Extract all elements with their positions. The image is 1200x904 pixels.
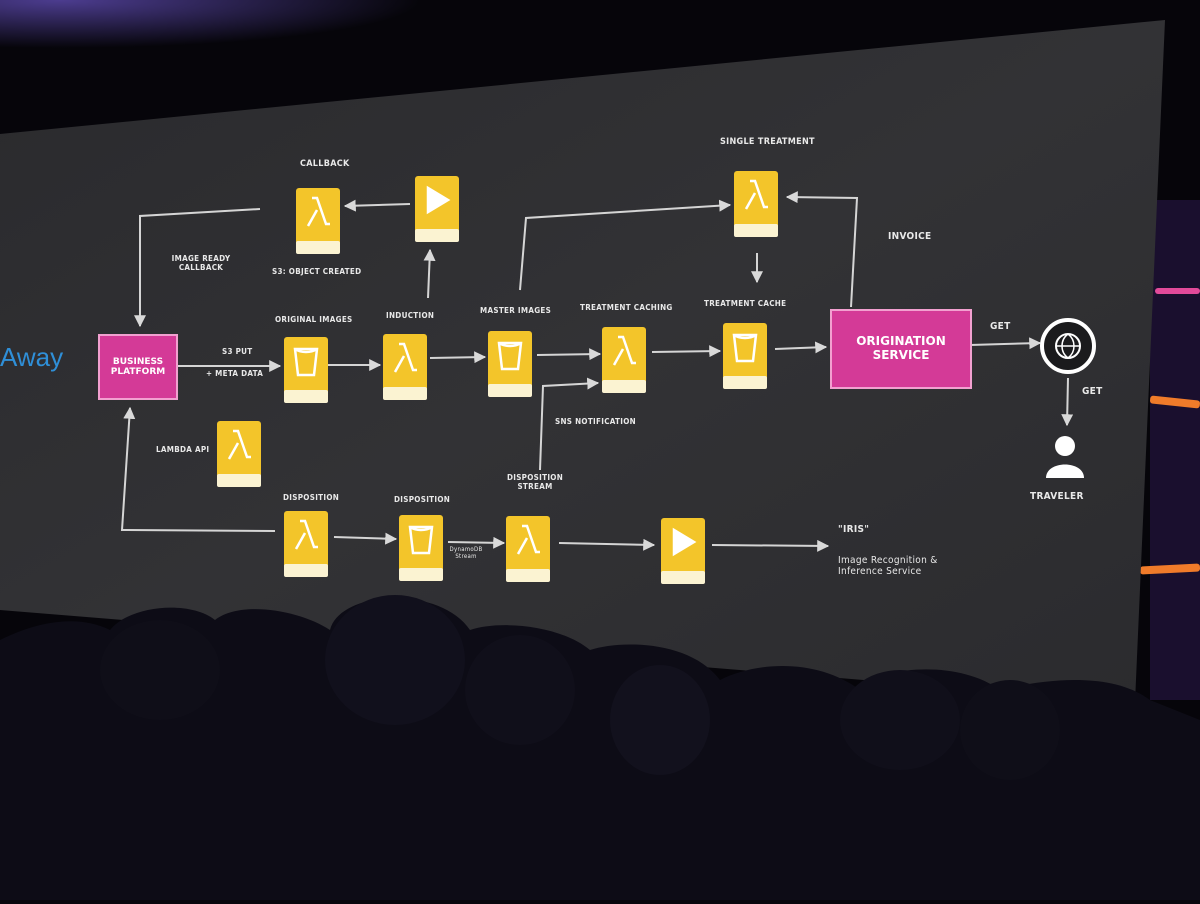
lambda-icon-callback (296, 188, 340, 254)
label-treatment-cache: TREATMENT CACHE (704, 299, 787, 308)
label-traveler: TRAVELER (1030, 491, 1084, 502)
lambda-icon-induction (383, 334, 427, 400)
connector-callback-to-platform (134, 208, 261, 328)
connector-disposition-to-platform (120, 406, 276, 532)
label-master-images: MASTER IMAGES (480, 306, 552, 315)
connector-stream-to-kinesis (558, 538, 656, 551)
connector-cdn-to-traveler (1061, 377, 1074, 427)
connector-induction-to-master (429, 351, 487, 364)
label-image-ready-callback: IMAGE READY CALLBACK (171, 254, 231, 272)
lambda-icon-lambda-api (217, 421, 261, 487)
connector-origination-to-single (785, 191, 859, 308)
lambda-icon-disposition-stream (506, 516, 550, 582)
connector-kinesis-to-callback (343, 199, 411, 212)
origination-service-box: ORIGINATION SERVICE (830, 309, 972, 389)
connector-origination-to-cdn (969, 337, 1042, 350)
connector-cache-to-origination (774, 341, 828, 354)
connector-master-to-single (519, 199, 732, 291)
connector-sns (539, 377, 600, 471)
s3-bucket-icon-treatment-cache (723, 323, 767, 389)
label-disposition-1: DISPOSITION (283, 493, 340, 502)
label-original-images: ORIGINAL IMAGES (275, 315, 353, 324)
label-induction: INDUCTION (386, 311, 435, 320)
lambda-icon-treatment-caching (602, 327, 646, 393)
label-s3-put: S3 PUT (222, 347, 253, 356)
label-disposition-stream: DISPOSITION STREAM (506, 473, 564, 491)
user-icon-body (1046, 464, 1084, 478)
label-invoice: INVOICE (888, 231, 932, 242)
brand-text: Away (0, 342, 64, 372)
connector-kinesis-to-iris (711, 539, 830, 552)
label-get-1: GET (990, 321, 1011, 332)
label-iris-description: Image Recognition & Inference Service (838, 555, 938, 577)
cloudfront-icon-meridians (1056, 333, 1080, 359)
connector-disposition-1-to-2 (333, 532, 398, 545)
origination-service-label: ORIGINATION SERVICE (856, 334, 946, 362)
label-iris: "IRIS" (838, 524, 870, 535)
lambda-icon-disposition (284, 511, 328, 577)
label-lambda-api: LAMBDA API (156, 445, 210, 454)
label-get-2: GET (1082, 386, 1103, 397)
connector-induction-up (423, 248, 436, 299)
lambda-icon-single-treatment (734, 171, 778, 237)
label-disposition-2: DISPOSITION (394, 495, 451, 504)
s3-bucket-icon-master-images (488, 331, 532, 397)
kinesis-icon-iris (661, 518, 705, 584)
business-platform-label: BUSINESS PLATFORM (110, 356, 166, 377)
label-sns-notification: SNS NOTIFICATION (555, 417, 636, 426)
connector-dynamodb-stream (447, 536, 506, 549)
connector-master-to-caching (536, 348, 602, 361)
label-dynamodb-stream: DynamoDB Stream (449, 546, 483, 560)
connector-caching-to-cache (651, 345, 722, 358)
label-callback: CALLBACK (300, 159, 350, 169)
label-s3-object-created: S3: OBJECT CREATED (272, 267, 362, 276)
label-treatment-caching: TREATMENT CACHING (580, 303, 673, 312)
kinesis-icon-callback (415, 176, 459, 242)
label-single-treatment: SINGLE TREATMENT (720, 137, 815, 147)
label-meta-data: + META DATA (206, 369, 264, 378)
s3-bucket-icon-disposition (399, 515, 443, 581)
user-icon-head (1055, 436, 1075, 456)
business-platform-box: BUSINESS PLATFORM (98, 334, 178, 400)
s3-bucket-icon-original-images (284, 337, 328, 403)
